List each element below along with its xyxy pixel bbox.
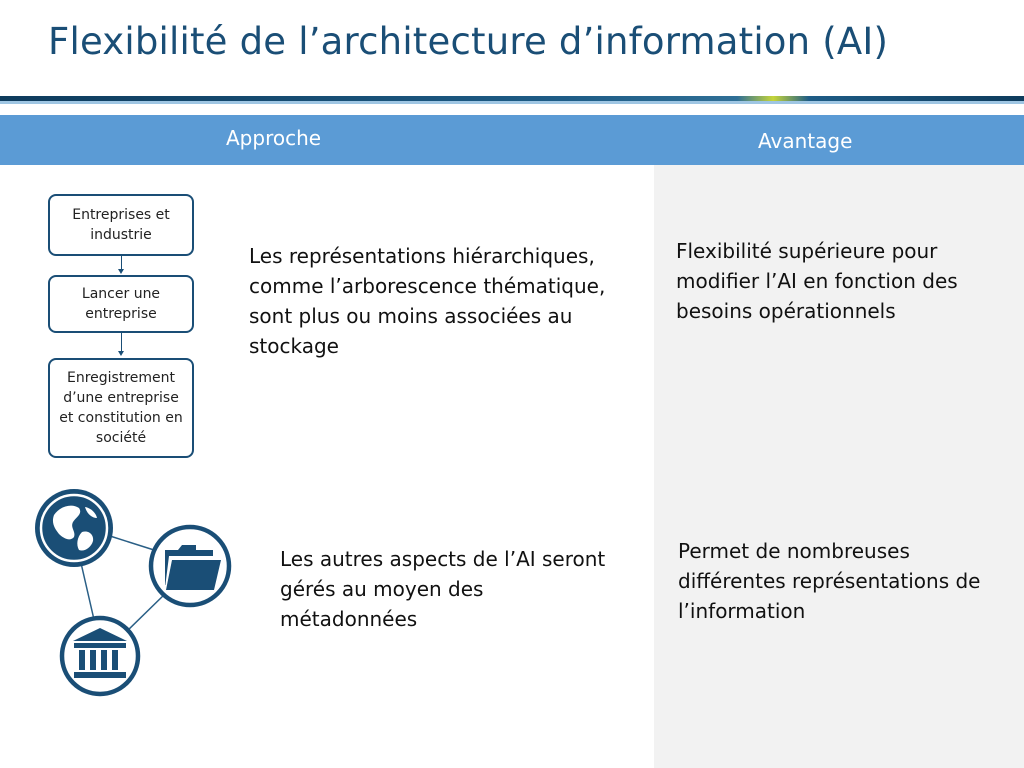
advantage-text-representations: Permet de nombreuses différentes représe… bbox=[678, 539, 981, 623]
column-header-advantage: Avantage bbox=[758, 129, 853, 153]
advantage-panel bbox=[654, 165, 1024, 768]
slide-title: Flexibilité de l’architecture d’informat… bbox=[48, 20, 889, 63]
institution-icon bbox=[59, 615, 141, 697]
hierarchy-connector-1 bbox=[121, 256, 122, 270]
network-link-folder-institution bbox=[125, 591, 168, 633]
hierarchy-arrow-1 bbox=[118, 269, 124, 274]
column-header-approach: Approche bbox=[226, 126, 322, 150]
hierarchy-box-level-3: Enregistrement d’une entreprise et const… bbox=[48, 358, 194, 458]
advantage-text-flexibility: Flexibilité supérieure pour modifier l’A… bbox=[676, 239, 958, 323]
title-rule bbox=[0, 96, 1024, 101]
column-header-bar: Approche Avantage bbox=[0, 115, 1024, 165]
network-link-globe-folder bbox=[109, 535, 155, 551]
hierarchy-box-level-1: Entreprises et industrie bbox=[48, 194, 194, 256]
hierarchy-connector-2 bbox=[121, 333, 122, 352]
hierarchy-arrow-2 bbox=[118, 351, 124, 356]
approach-text-metadata: Les autres aspects de l’AI seront gérés … bbox=[280, 547, 606, 631]
hierarchy-box-level-2: Lancer une entreprise bbox=[48, 275, 194, 333]
network-link-globe-institution bbox=[80, 562, 96, 625]
title-rule-light bbox=[0, 101, 1024, 104]
approach-text-hierarchy: Les représentations hiérarchiques, comme… bbox=[249, 244, 606, 358]
globe-icon bbox=[35, 489, 113, 567]
metadata-network-diagram bbox=[35, 489, 232, 697]
folder-icon bbox=[148, 524, 232, 608]
